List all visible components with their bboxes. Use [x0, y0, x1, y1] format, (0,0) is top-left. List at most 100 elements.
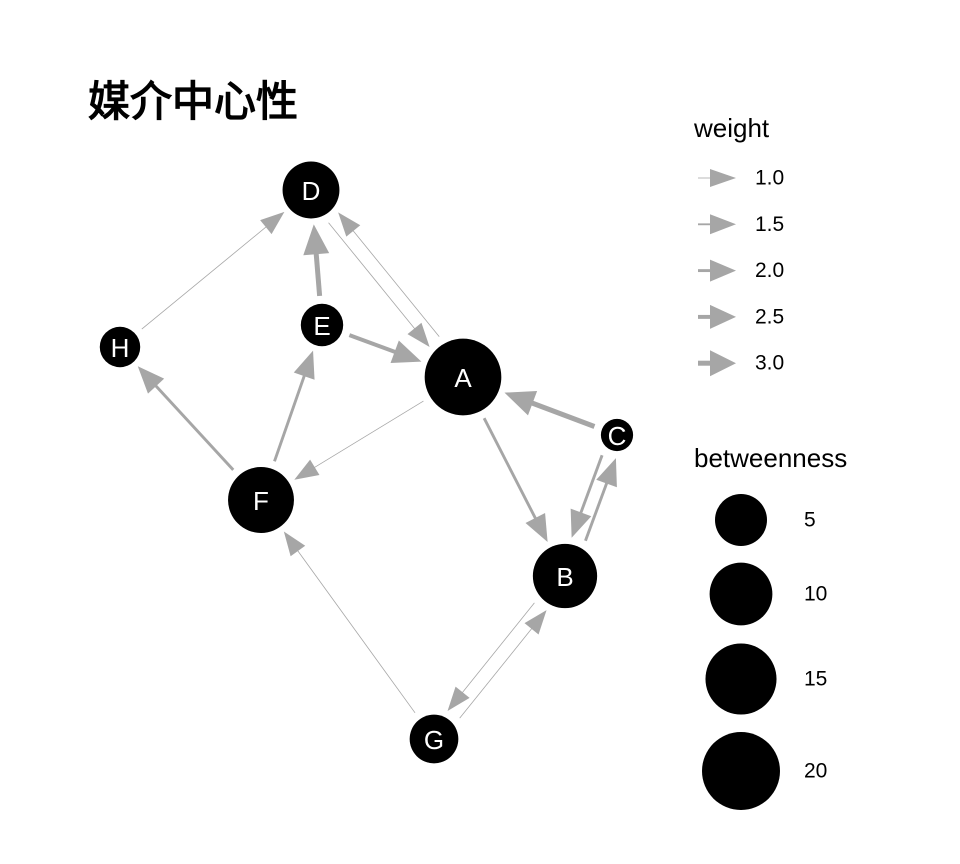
- edge-H-D: [141, 211, 285, 330]
- node-label: C: [608, 421, 627, 451]
- legend-betweenness-key: 5: [715, 494, 816, 546]
- edge-line: [348, 333, 398, 355]
- edge-line: [461, 602, 535, 695]
- legend-betweenness-circle: [709, 562, 773, 626]
- legend-betweenness-circle: [705, 643, 777, 715]
- legend-weight-arrow: [710, 214, 736, 235]
- legend-weight-arrow: [710, 304, 736, 329]
- legend-weight-label: 2.5: [755, 305, 784, 328]
- legend-betweenness-label: 15: [804, 668, 827, 691]
- node-H: H: [99, 326, 141, 368]
- edge-line: [153, 383, 235, 471]
- legend-weight-key: 1.5: [698, 213, 784, 236]
- edge-arrowhead: [390, 340, 422, 364]
- edge-arrowhead: [283, 531, 306, 557]
- edge-line: [529, 400, 596, 429]
- node-circle: [228, 467, 294, 533]
- legend-betweenness-circle: [702, 732, 780, 810]
- node-circle: [600, 418, 634, 452]
- node-circle: [532, 543, 598, 609]
- legend-betweenness-circle: [715, 494, 767, 546]
- node-A: A: [424, 338, 502, 416]
- node-E: E: [300, 303, 344, 347]
- node-label: H: [111, 333, 130, 363]
- chart-title: 媒介中心性: [88, 77, 298, 126]
- edge-line: [584, 481, 609, 542]
- legend-betweenness-label: 5: [804, 509, 816, 532]
- legend-betweenness-label: 10: [804, 583, 827, 606]
- edge-line: [312, 400, 424, 469]
- legend-weight-label: 2.0: [755, 259, 784, 282]
- edge-arrowhead: [407, 322, 430, 348]
- node-label: A: [454, 363, 472, 393]
- edge-F-H: [137, 366, 235, 471]
- edge-arrowhead: [294, 459, 320, 480]
- legend-weight-title: weight: [693, 113, 770, 143]
- nodes-layer: A B C D E F G H: [99, 161, 634, 764]
- legend-betweenness-label: 20: [804, 760, 827, 783]
- edge-line: [351, 229, 440, 337]
- legend-betweenness-key: 20: [702, 732, 827, 810]
- edge-arrowhead: [260, 211, 285, 235]
- legend-weight-key: 2.5: [698, 304, 784, 329]
- legend-weight-label: 1.5: [755, 213, 784, 236]
- edge-line: [459, 627, 534, 719]
- legend-betweenness-title: betweenness: [694, 443, 847, 473]
- edge-F-E: [273, 350, 315, 462]
- node-circle: [300, 303, 344, 347]
- node-circle: [99, 326, 141, 368]
- node-label: D: [302, 176, 321, 206]
- edge-arrowhead: [525, 513, 548, 543]
- node-F: F: [228, 467, 294, 533]
- node-label: G: [424, 725, 444, 755]
- edge-G-B: [459, 610, 547, 719]
- legend-weight-key: 3.0: [698, 350, 784, 377]
- legend-betweenness-key: 10: [709, 562, 827, 626]
- legend-betweenness: betweenness 5 10 15 20: [694, 443, 847, 810]
- edge-arrowhead: [338, 212, 361, 237]
- edge-G-F: [283, 531, 416, 714]
- node-circle: [409, 714, 459, 764]
- edge-arrowhead: [570, 508, 592, 538]
- edge-line: [313, 252, 323, 297]
- edge-arrowhead: [504, 391, 538, 416]
- edge-arrowhead: [596, 458, 617, 488]
- edge-line: [296, 549, 416, 714]
- node-label: B: [556, 562, 573, 592]
- edge-B-C: [584, 458, 617, 542]
- edge-E-D: [303, 224, 330, 297]
- edge-line: [482, 417, 538, 521]
- edge-B-G: [447, 602, 535, 711]
- node-C: C: [600, 418, 634, 452]
- edge-line: [328, 222, 417, 331]
- edge-A-B: [482, 417, 548, 543]
- edge-line: [273, 373, 307, 462]
- edge-D-A: [328, 222, 430, 348]
- edge-A-F: [294, 400, 424, 480]
- edge-arrowhead: [524, 610, 547, 635]
- edge-line: [578, 454, 604, 515]
- edge-C-A: [504, 391, 596, 429]
- edge-C-B: [570, 454, 604, 538]
- legend-weight-arrow: [710, 350, 736, 377]
- node-circle: [424, 338, 502, 416]
- edge-E-A: [348, 333, 422, 364]
- edges-layer: [137, 211, 617, 719]
- edge-arrowhead: [293, 350, 315, 380]
- node-B: B: [532, 543, 598, 609]
- legend-weight-key: 1.0: [698, 167, 784, 190]
- edge-arrowhead: [137, 366, 165, 394]
- edge-A-D: [338, 212, 440, 337]
- edge-line: [141, 225, 268, 330]
- node-D: D: [282, 161, 340, 219]
- legend-weight-arrow: [710, 259, 736, 282]
- legend-weight-key: 2.0: [698, 259, 784, 282]
- legend-weight-label: 1.0: [755, 167, 784, 190]
- node-G: G: [409, 714, 459, 764]
- edge-arrowhead: [447, 686, 470, 711]
- legend-weight: weight 1.0 1.5 2.0 2.5 3.0: [693, 113, 784, 377]
- node-circle: [282, 161, 340, 219]
- edge-arrowhead: [303, 224, 330, 256]
- node-label: F: [253, 486, 269, 516]
